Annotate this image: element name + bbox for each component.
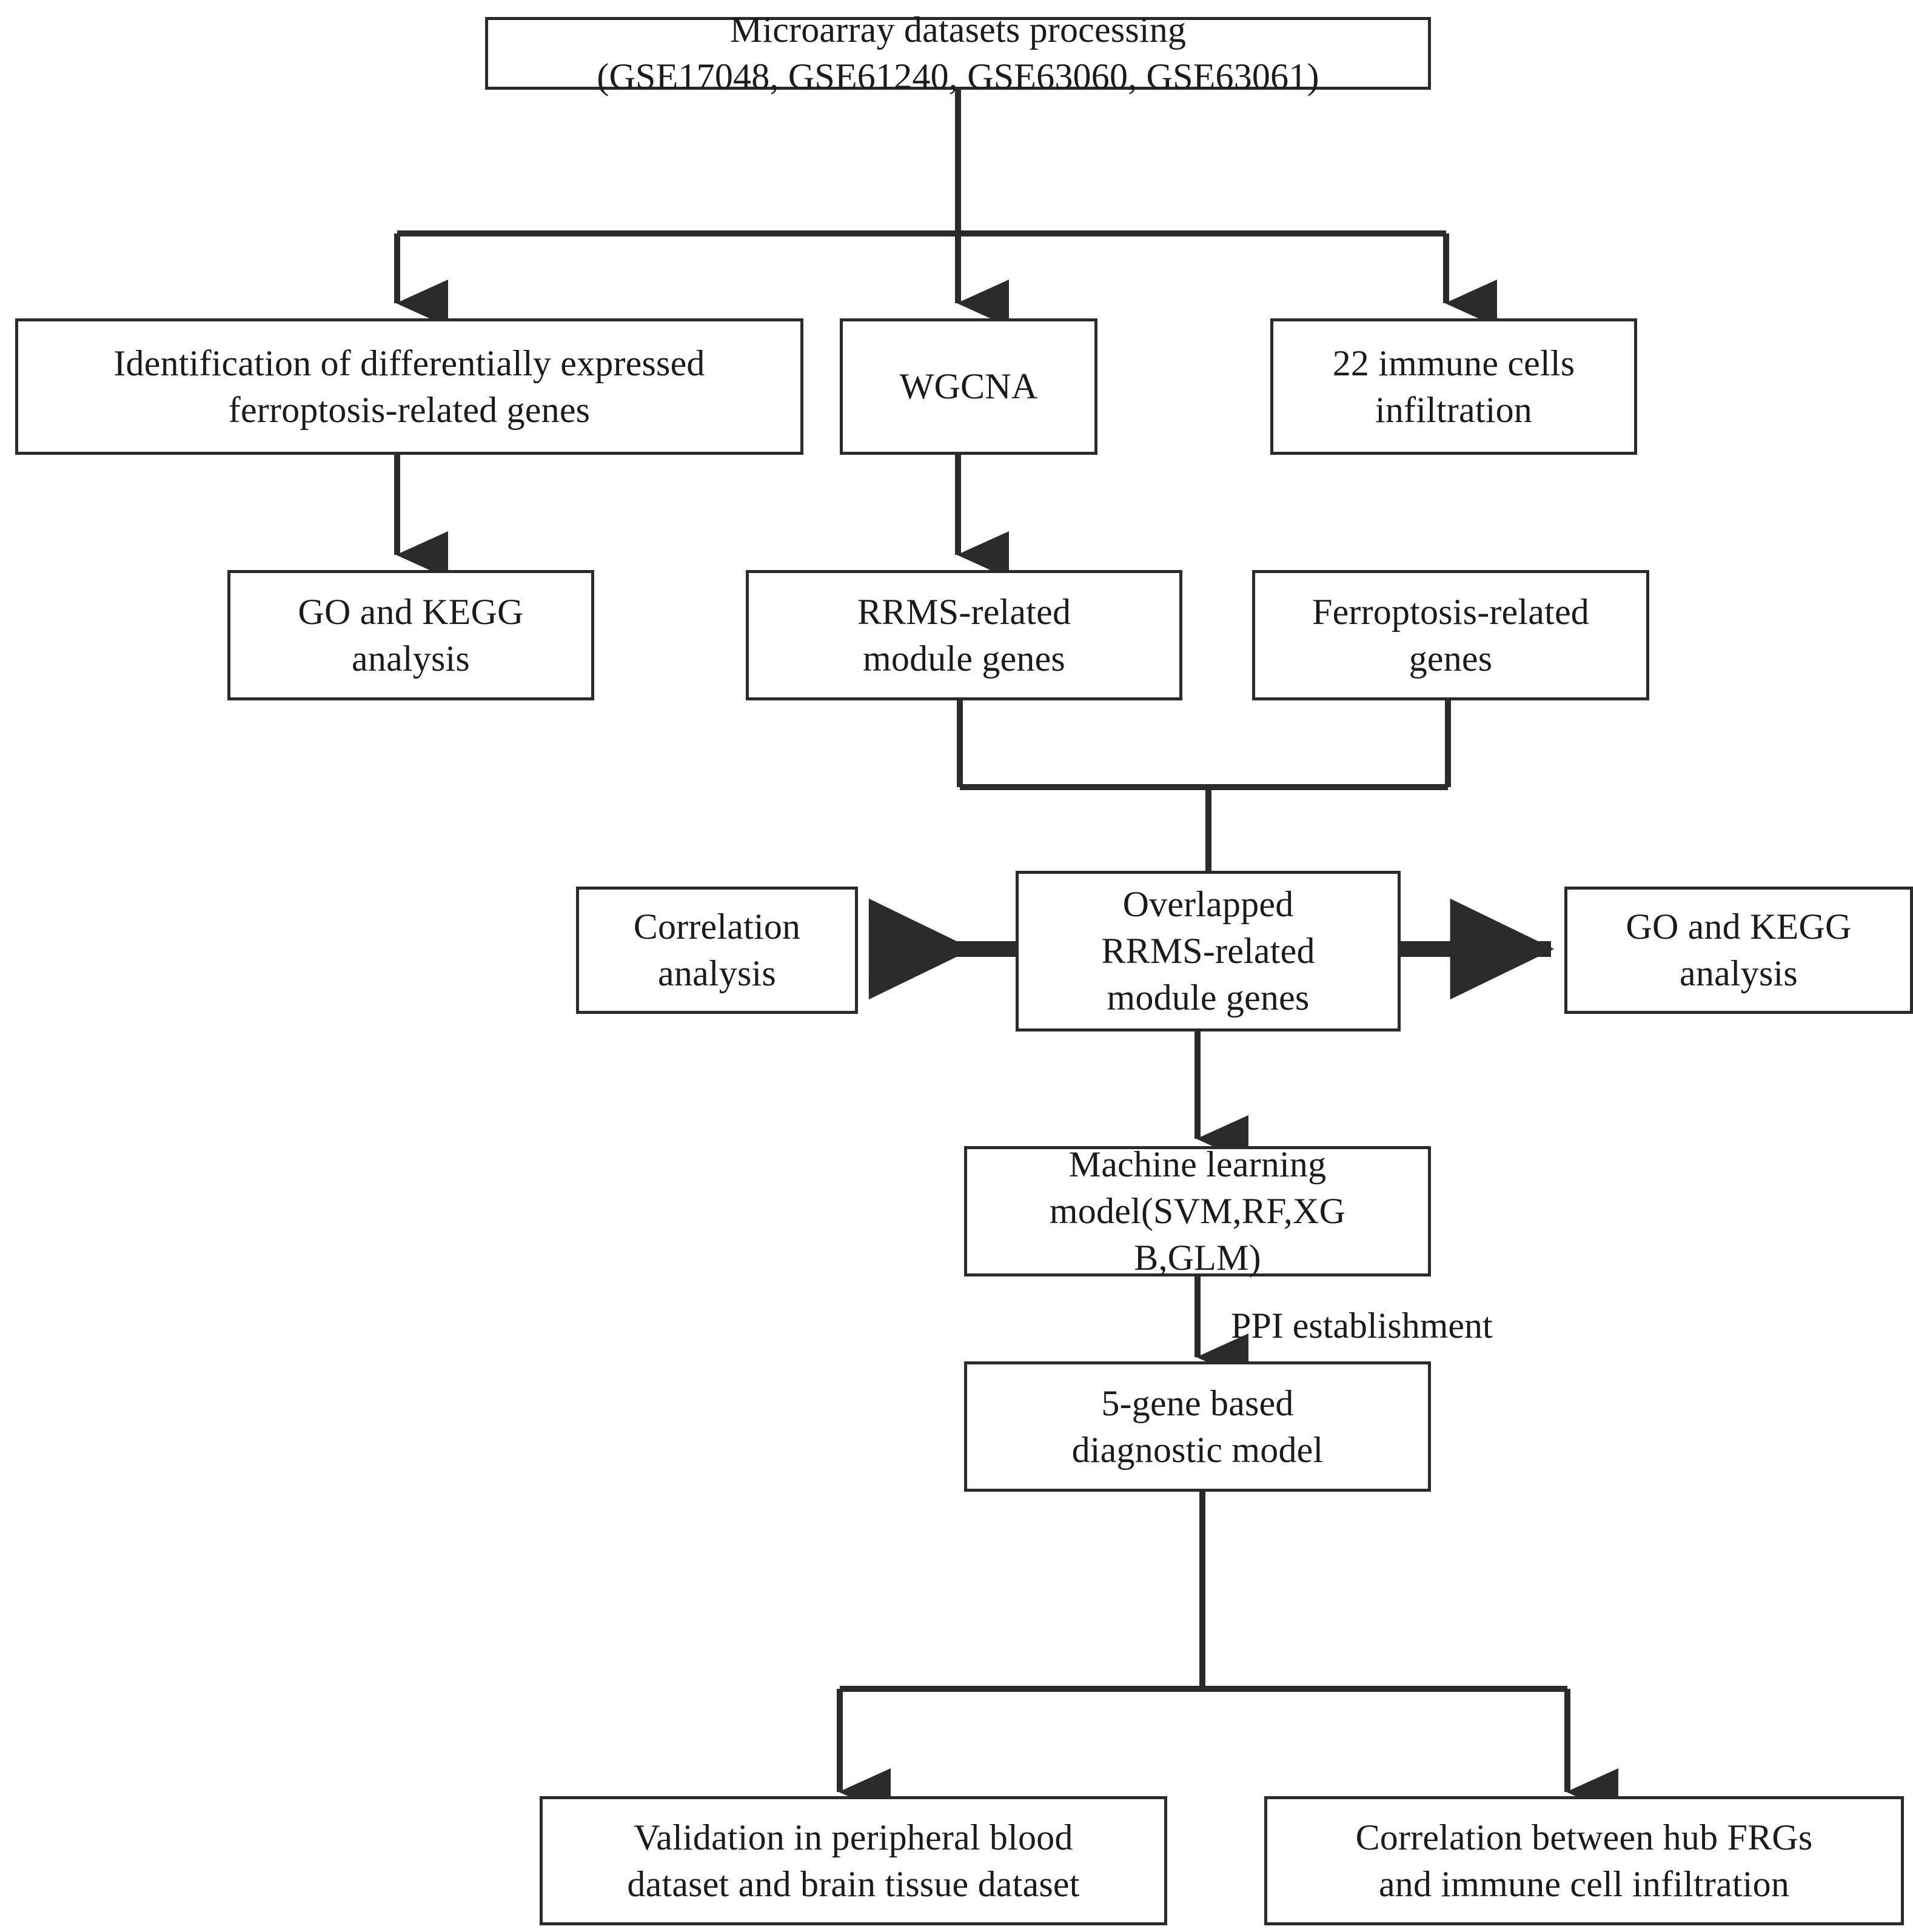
node-overlapped-genes[interactable]: Overlapped RRMS-related module genes xyxy=(1016,871,1401,1031)
node-go-kegg-left[interactable]: GO and KEGG analysis xyxy=(227,570,594,700)
node-diagnostic-model[interactable]: 5-gene based diagnostic model xyxy=(964,1361,1431,1492)
node-microarray-processing-label: Microarray datasets processing (GSE17048… xyxy=(597,10,1319,96)
node-deg-identification[interactable]: Identification of differentially express… xyxy=(15,318,803,455)
node-correlation-analysis[interactable]: Correlation analysis xyxy=(576,887,858,1014)
node-immune-infiltration[interactable]: 22 immune cells infiltration xyxy=(1270,318,1637,455)
node-ferroptosis-genes[interactable]: Ferroptosis-related genes xyxy=(1252,570,1649,700)
node-validation[interactable]: Validation in peripheral blood dataset a… xyxy=(540,1796,1167,1925)
node-go-kegg-left-label: GO and KEGG analysis xyxy=(298,591,524,679)
node-ml-model-label: Machine learning model(SVM,RF,XG B,GLM) xyxy=(1049,1144,1346,1278)
node-hub-frg-correlation[interactable]: Correlation between hub FRGs and immune … xyxy=(1264,1796,1904,1925)
node-ferroptosis-genes-label: Ferroptosis-related genes xyxy=(1312,591,1589,679)
node-correlation-analysis-label: Correlation analysis xyxy=(633,907,801,993)
node-go-kegg-right-label: GO and KEGG analysis xyxy=(1626,907,1852,993)
node-deg-identification-label: Identification of differentially express… xyxy=(113,343,705,430)
node-wgcna-label: WGCNA xyxy=(899,366,1038,407)
node-diagnostic-model-label: 5-gene based diagnostic model xyxy=(1071,1383,1324,1470)
node-microarray-processing[interactable]: Microarray datasets processing (GSE17048… xyxy=(485,10,1431,96)
node-validation-label: Validation in peripheral blood dataset a… xyxy=(627,1817,1080,1904)
node-overlapped-genes-label: Overlapped RRMS-related module genes xyxy=(1101,884,1315,1018)
edge-label-ppi-establishment: PPI establishment xyxy=(1231,1306,1493,1346)
node-rrms-module-genes-label: RRMS-related module genes xyxy=(857,591,1071,679)
node-go-kegg-right[interactable]: GO and KEGG analysis xyxy=(1564,887,1913,1014)
node-immune-infiltration-label: 22 immune cells infiltration xyxy=(1332,343,1575,430)
node-wgcna[interactable]: WGCNA xyxy=(840,318,1097,455)
node-ml-model[interactable]: Machine learning model(SVM,RF,XG B,GLM) xyxy=(964,1144,1431,1278)
node-hub-frg-correlation-label: Correlation between hub FRGs and immune … xyxy=(1355,1817,1813,1904)
node-rrms-module-genes[interactable]: RRMS-related module genes xyxy=(746,570,1182,700)
